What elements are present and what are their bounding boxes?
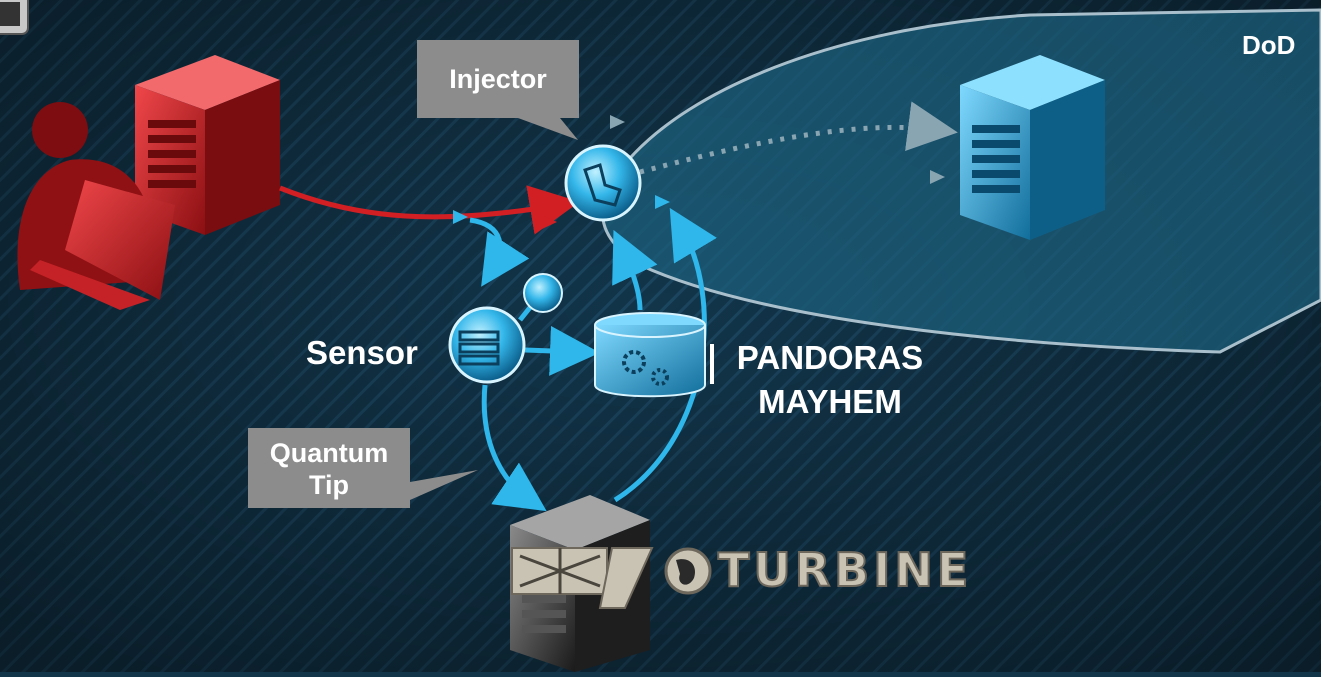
quantum-tip-callout-tail [410,470,478,500]
tip-label: Tip [309,470,349,500]
attack-arrow [279,185,580,235]
turbine-logo-icon [511,547,712,609]
sensor-label: Sensor [306,334,418,371]
pandoras-mayhem-label: PANDORAS MAYHEM [710,336,950,424]
quantum-label: Quantum [269,438,389,468]
pandoras-to-injector-arrow [612,229,658,311]
database-gears-icon [594,312,706,398]
injector-node-icon [564,144,642,222]
injector-callout-tail [518,118,578,140]
sensor-to-pandoras-arrow [524,325,600,376]
pandoras-bracket [710,344,714,384]
corner-icon [0,0,29,35]
injector-callout: Injector [417,40,579,118]
blue-server-icon [960,55,1105,240]
dod-zone-label: DoD [1242,30,1296,60]
sensor-node-icon [448,273,563,384]
mayhem-label: MAYHEM [758,383,902,420]
hacker-silhouette-icon [17,102,175,310]
injector-label: Injector [449,64,547,94]
sensor-feed-arrow [469,217,530,287]
red-server-icon [135,55,280,235]
injector-to-target-arrow [639,101,958,175]
small-arrowheads [453,115,945,229]
turbine-label: TURBINE [717,542,973,598]
pandoras-label: PANDORAS [736,339,924,376]
sensor-to-turbine-arrow [481,384,547,512]
quantum-tip-callout: Quantum Tip [248,428,410,508]
